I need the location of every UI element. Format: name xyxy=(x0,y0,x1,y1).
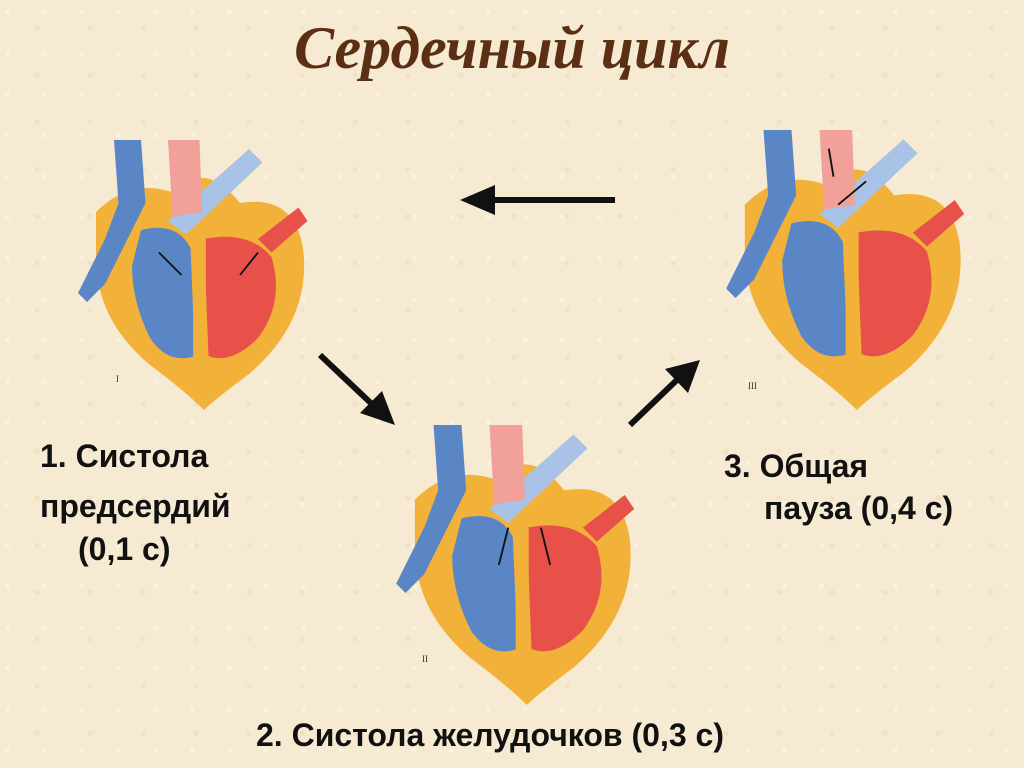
heart-diagram-ventricular-systole xyxy=(396,425,635,705)
heart-diagram-general-pause xyxy=(726,130,965,410)
page-title: Сердечный цикл xyxy=(294,15,730,81)
arrow-left-icon xyxy=(460,185,615,215)
phase-3-line-2: пауза (0,4 с) xyxy=(764,489,954,526)
phase-3-label: 3. Общая пауза (0,4 с) xyxy=(724,446,953,529)
phase-1-roman-numeral: I xyxy=(116,374,119,384)
phase-1-label: 1. Систола предсердий (0,1 с) xyxy=(40,436,231,571)
phase-3-roman-numeral: III xyxy=(748,381,757,391)
phase-1-line-1: 1. Систола xyxy=(40,438,209,474)
phase-2-roman-numeral: II xyxy=(422,654,428,664)
arrow-up-right-icon xyxy=(627,360,700,428)
phase-1-line-2: предсердий xyxy=(40,487,231,524)
arrow-down-right-icon xyxy=(317,352,395,425)
phase-3-line-1: 3. Общая xyxy=(724,448,869,484)
phase-1-line-3: (0,1 с) xyxy=(78,531,171,568)
phase-2-label: 2. Систола желудочков (0,3 с) xyxy=(256,717,724,753)
heart-diagram-atrial-systole xyxy=(78,140,308,410)
